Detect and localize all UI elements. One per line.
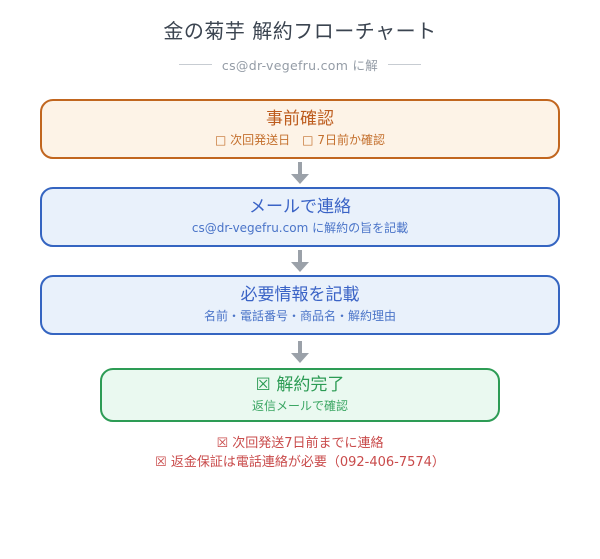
flow-step-subtitle: 返信メールで確認: [251, 399, 348, 413]
flow-step-subtitle: cs@dr-vegefru.com に解約の旨を記載: [191, 221, 409, 235]
arrow-head: [291, 174, 309, 184]
down-arrow-icon: [40, 335, 560, 368]
warning-notes: ☒ 次回発送7日前までに連絡 ☒ 返金保証は電話連絡が必要（092-406-75…: [0, 434, 600, 472]
flow-step-title: メールで連絡: [249, 197, 351, 217]
page-subtitle: cs@dr-vegefru.com に解: [0, 55, 600, 74]
flow-step-title: 必要情報を記載: [240, 285, 360, 305]
flow-step-precheck: 事前確認 □ 次回発送日 □ 7日前か確認: [40, 99, 560, 159]
arrow-head: [291, 262, 309, 272]
subtitle-dash-left: [178, 64, 212, 65]
down-arrow-icon: [40, 247, 560, 275]
flow-step-contact-by-email: メールで連絡 cs@dr-vegefru.com に解約の旨を記載: [40, 187, 560, 247]
flowchart: 事前確認 □ 次回発送日 □ 7日前か確認 メールで連絡 cs@dr-vegef…: [40, 99, 560, 422]
arrow-stem: [298, 340, 302, 353]
flow-step-cancel-complete: ☒ 解約完了 返信メールで確認: [100, 368, 500, 422]
flow-step-title: 事前確認: [266, 109, 334, 129]
note-line: ☒ 次回発送7日前までに連絡: [216, 436, 384, 451]
arrow-stem: [298, 162, 302, 174]
down-arrow-icon: [40, 159, 560, 187]
arrow-stem: [298, 250, 302, 262]
flow-step-required-info: 必要情報を記載 名前・電話番号・商品名・解約理由: [40, 275, 560, 335]
arrow-head: [291, 352, 309, 363]
page-subtitle-text: cs@dr-vegefru.com に解: [221, 58, 379, 73]
page-title: 金の菊芋 解約フローチャート: [163, 19, 437, 43]
flow-step-subtitle: 名前・電話番号・商品名・解約理由: [203, 309, 396, 323]
flow-step-title: ☒ 解約完了: [255, 375, 345, 395]
subtitle-dash-right: [388, 64, 422, 65]
flow-step-subtitle: □ 次回発送日 □ 7日前か確認: [215, 133, 385, 147]
note-line: ☒ 返金保証は電話連絡が必要（092-406-7574）: [155, 455, 445, 470]
